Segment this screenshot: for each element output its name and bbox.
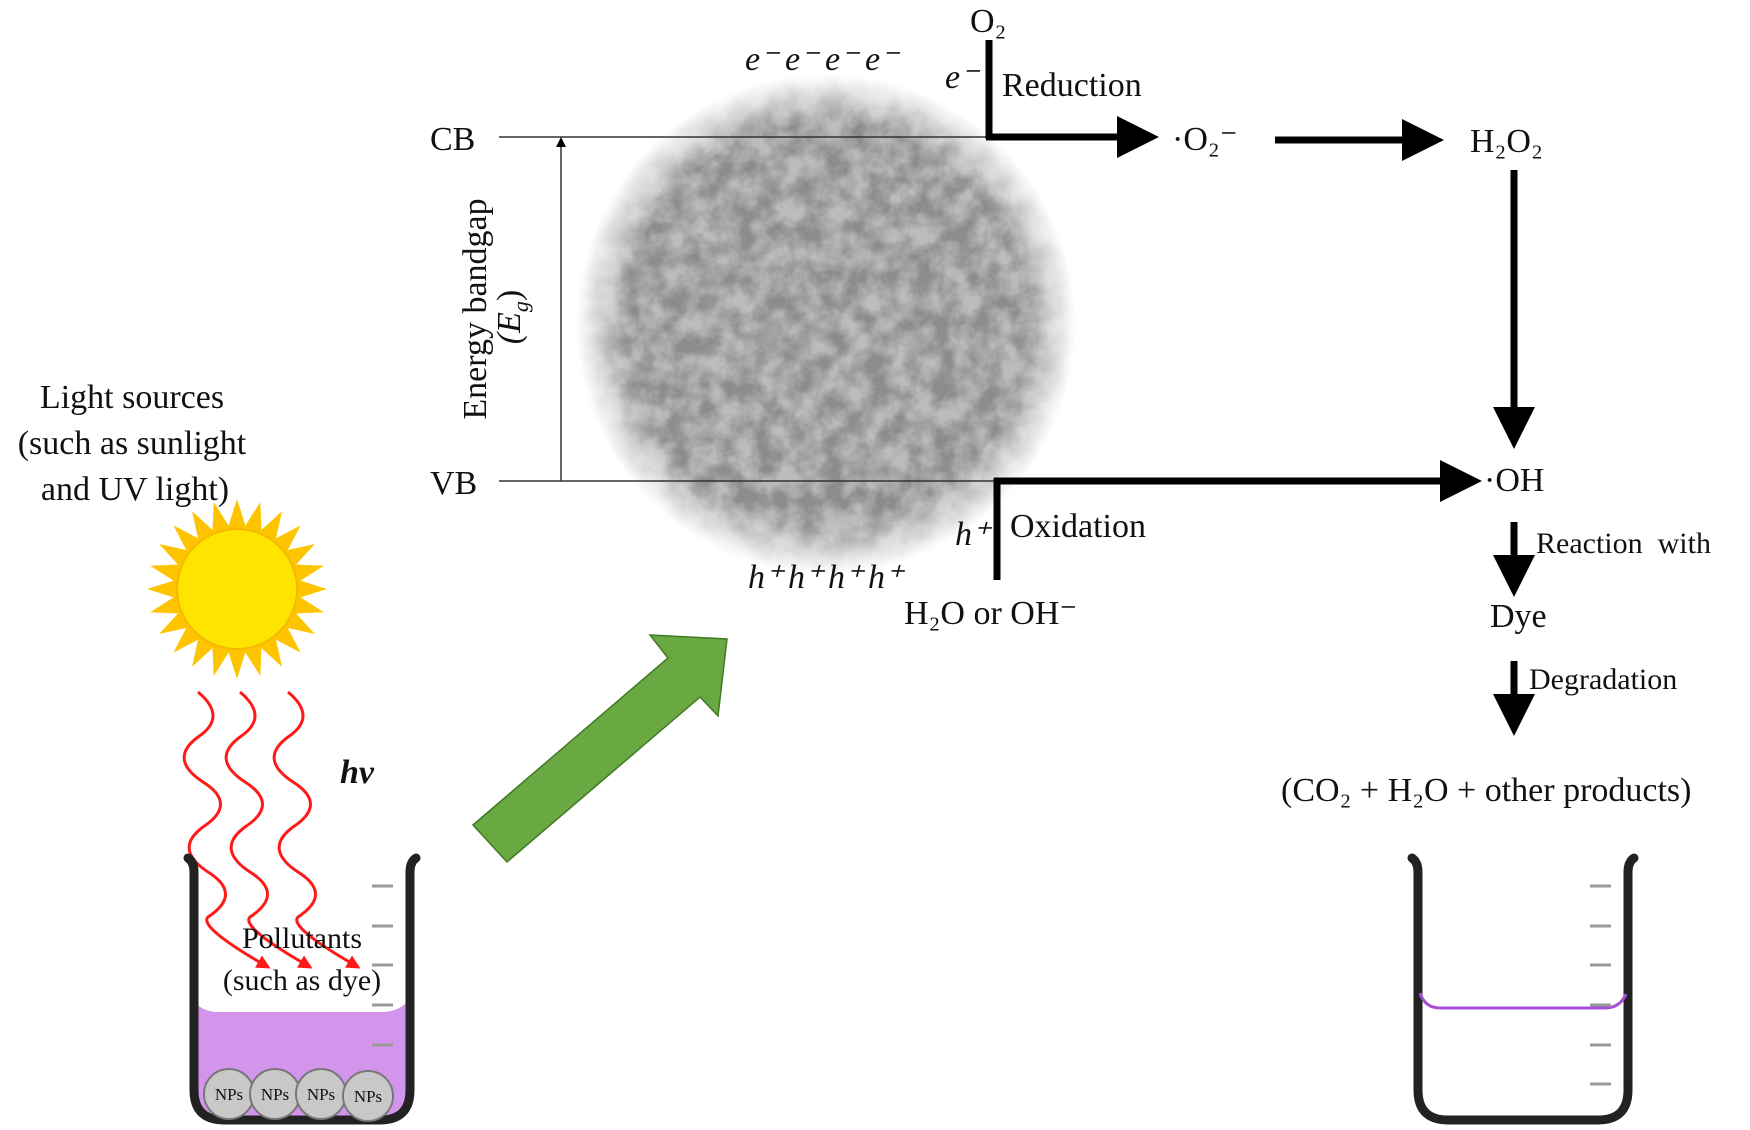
products-label: (CO₂ + H₂O + other products)	[1281, 772, 1692, 809]
oxidation-label: Oxidation	[1010, 508, 1146, 545]
hole-label: h⁺	[828, 559, 866, 596]
superoxide-label: ·O₂⁻	[1172, 121, 1238, 158]
cb-label: CB	[430, 121, 475, 158]
photon-wave-icon	[224, 690, 313, 969]
process-arrow-icon	[471, 634, 728, 864]
hole-label: h⁺	[868, 559, 906, 596]
reduction-label: Reduction	[1002, 67, 1142, 104]
np-label: NPs	[354, 1087, 382, 1106]
h2o2-label: H₂O₂	[1470, 123, 1543, 160]
photon-waves	[182, 690, 361, 969]
treated-beaker	[1407, 853, 1639, 1125]
oxidation-carrier: h⁺	[955, 516, 993, 553]
reaction-label: Reaction with	[1536, 527, 1711, 560]
degradation-label: Degradation	[1529, 663, 1677, 696]
electron-label: e⁻	[745, 41, 781, 78]
hole-label: h⁺	[788, 559, 826, 596]
np-label: NPs	[215, 1085, 243, 1104]
bandgap-label: Energy bandgap (Eg)	[457, 198, 533, 419]
nanoparticles: NPs NPs NPs NPs	[203, 1068, 394, 1122]
electron-label: e⁻	[865, 41, 901, 78]
light-source-line3: and UV light)	[41, 471, 229, 508]
np-label: NPs	[307, 1085, 335, 1104]
photon-wave-icon	[272, 690, 361, 969]
reduction-carrier: e⁻	[945, 59, 981, 96]
bandgap-symbol: (Eg)	[491, 290, 533, 344]
pollutants-line1: Pollutants	[242, 922, 362, 955]
pollutants-line2: (such as dye)	[223, 964, 381, 997]
light-source-line1: Light sources	[40, 379, 224, 416]
light-source-line2: (such as sunlight	[18, 425, 247, 462]
hole-label: h⁺	[748, 559, 786, 596]
sun-body	[176, 528, 298, 650]
electron-labels: e⁻ e⁻ e⁻ e⁻	[745, 41, 901, 78]
nanoparticle-sem-image	[576, 74, 1076, 574]
vb-label: VB	[430, 465, 477, 502]
pollutant-beaker: NPs NPs NPs NPs	[183, 853, 421, 1125]
bandgap-text: Energy bandgap	[457, 198, 494, 419]
water-hydroxide-label: H₂O or OH⁻	[904, 595, 1077, 632]
electron-label: e⁻	[825, 41, 861, 78]
np-label: NPs	[261, 1085, 289, 1104]
hydroxyl-radical-label: ·OH	[1484, 462, 1544, 499]
dye-label: Dye	[1490, 598, 1547, 635]
sun-icon	[147, 499, 327, 679]
photon-label: hv	[340, 754, 375, 791]
electron-label: e⁻	[785, 41, 821, 78]
photon-wave-icon	[182, 690, 271, 969]
o2-label: O₂	[970, 3, 1006, 40]
